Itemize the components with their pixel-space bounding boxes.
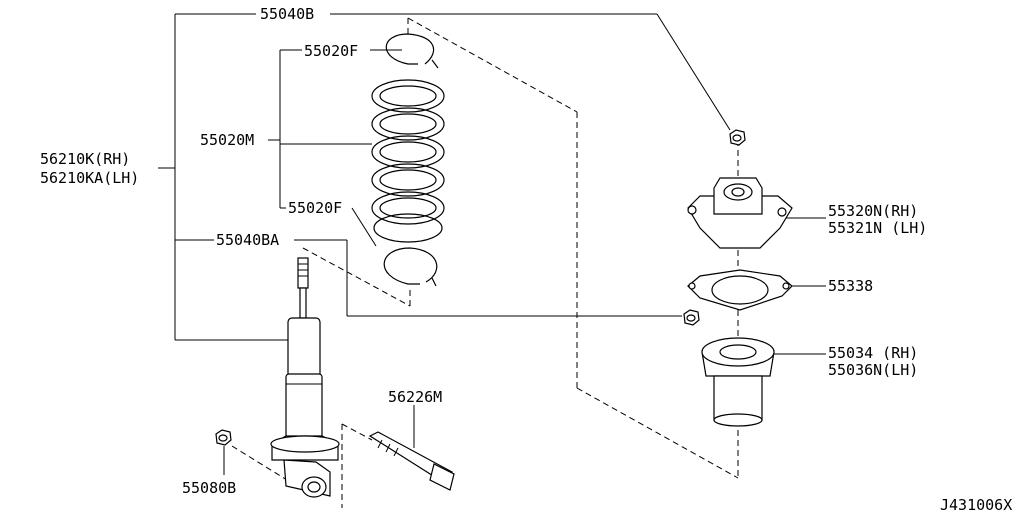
part-labels: 55040B 55020F 55020M 55020F 56210K(RH) 5… — [40, 5, 1012, 512]
label-56210KA: 56210KA(LH) — [40, 169, 139, 187]
nut-55040BA — [683, 309, 700, 326]
bump-stopper — [701, 337, 775, 427]
strut-mount — [687, 177, 793, 249]
coil-spring — [371, 79, 445, 243]
bolt-56226M — [368, 431, 455, 491]
nut-55040B — [729, 129, 746, 146]
label-55320N: 55320N(RH) — [828, 202, 918, 220]
shock-absorber — [270, 257, 340, 498]
label-55040B: 55040B — [260, 5, 314, 23]
nut-55080B — [215, 429, 232, 446]
leader-lines — [158, 13, 826, 475]
upper-spring-seat — [385, 33, 439, 69]
mount-gasket — [687, 269, 793, 311]
label-56226M: 56226M — [388, 388, 442, 406]
label-55040BA: 55040BA — [216, 231, 279, 249]
figure-code: J431006X — [940, 496, 1012, 512]
label-55321N: 55321N (LH) — [828, 219, 927, 237]
label-55034: 55034 (RH) — [828, 344, 918, 362]
label-55338: 55338 — [828, 277, 873, 295]
label-55020F-top: 55020F — [304, 42, 358, 60]
label-56210K: 56210K(RH) — [40, 150, 130, 168]
label-55020F-bottom: 55020F — [288, 199, 342, 217]
label-55020M: 55020M — [200, 131, 254, 149]
lower-spring-seat — [383, 247, 438, 287]
label-55080B: 55080B — [182, 479, 236, 497]
label-55036N: 55036N(LH) — [828, 361, 918, 379]
